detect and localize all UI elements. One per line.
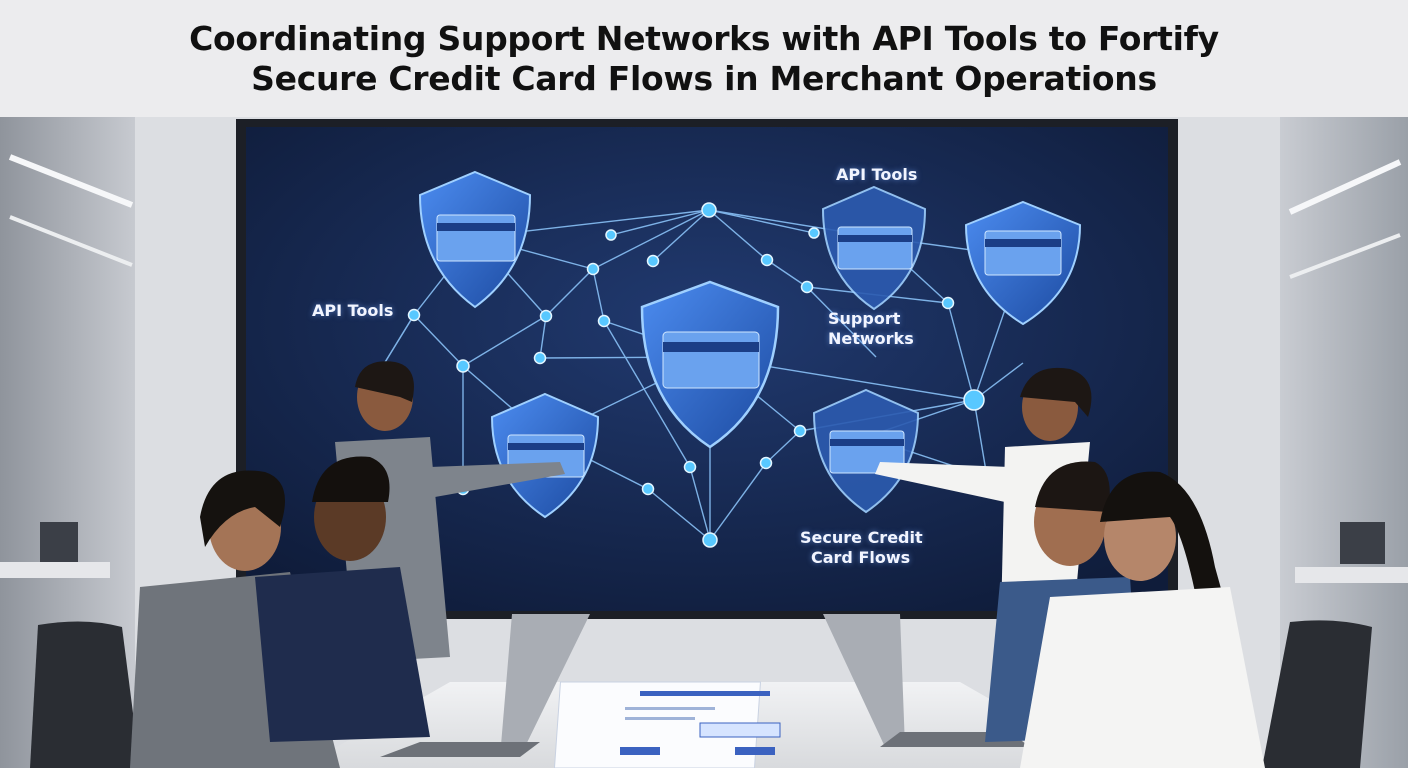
chair-right: [1262, 620, 1372, 768]
laptop: [380, 614, 590, 757]
title-banner: Coordinating Support Networks with API T…: [0, 0, 1408, 117]
label-support-networks-line1: Support: [828, 309, 901, 328]
ceiling-light-right: [1288, 159, 1402, 215]
scene-illustration: [0, 117, 1408, 768]
title-line-2: Secure Credit Card Flows in Merchant Ope…: [251, 58, 1157, 98]
person-seated-man: [255, 456, 430, 742]
ceiling-light-left: [8, 154, 134, 208]
shield-icon: [490, 392, 600, 519]
label-api-tools-top: API Tools: [836, 165, 918, 184]
title-line-1: Coordinating Support Networks with API T…: [189, 18, 1219, 58]
meeting-room-photo: API Tools API Tools Support Networks Sec…: [0, 117, 1408, 768]
label-support-networks-line2: Networks: [828, 329, 914, 348]
document-sheet: [553, 681, 781, 768]
shield-icon: [418, 170, 532, 309]
shield-icon: [640, 280, 780, 449]
shield-icon: [821, 185, 927, 311]
chair-left: [30, 621, 140, 768]
label-secure-flows-line1: Secure Credit: [800, 528, 923, 547]
label-api-tools-left: API Tools: [312, 301, 394, 320]
label-secure-flows-line2: Card Flows: [811, 548, 911, 567]
person-seated-headset-woman: [1020, 471, 1265, 768]
network-nodes: [407, 202, 994, 548]
shield-icon: [964, 200, 1082, 326]
